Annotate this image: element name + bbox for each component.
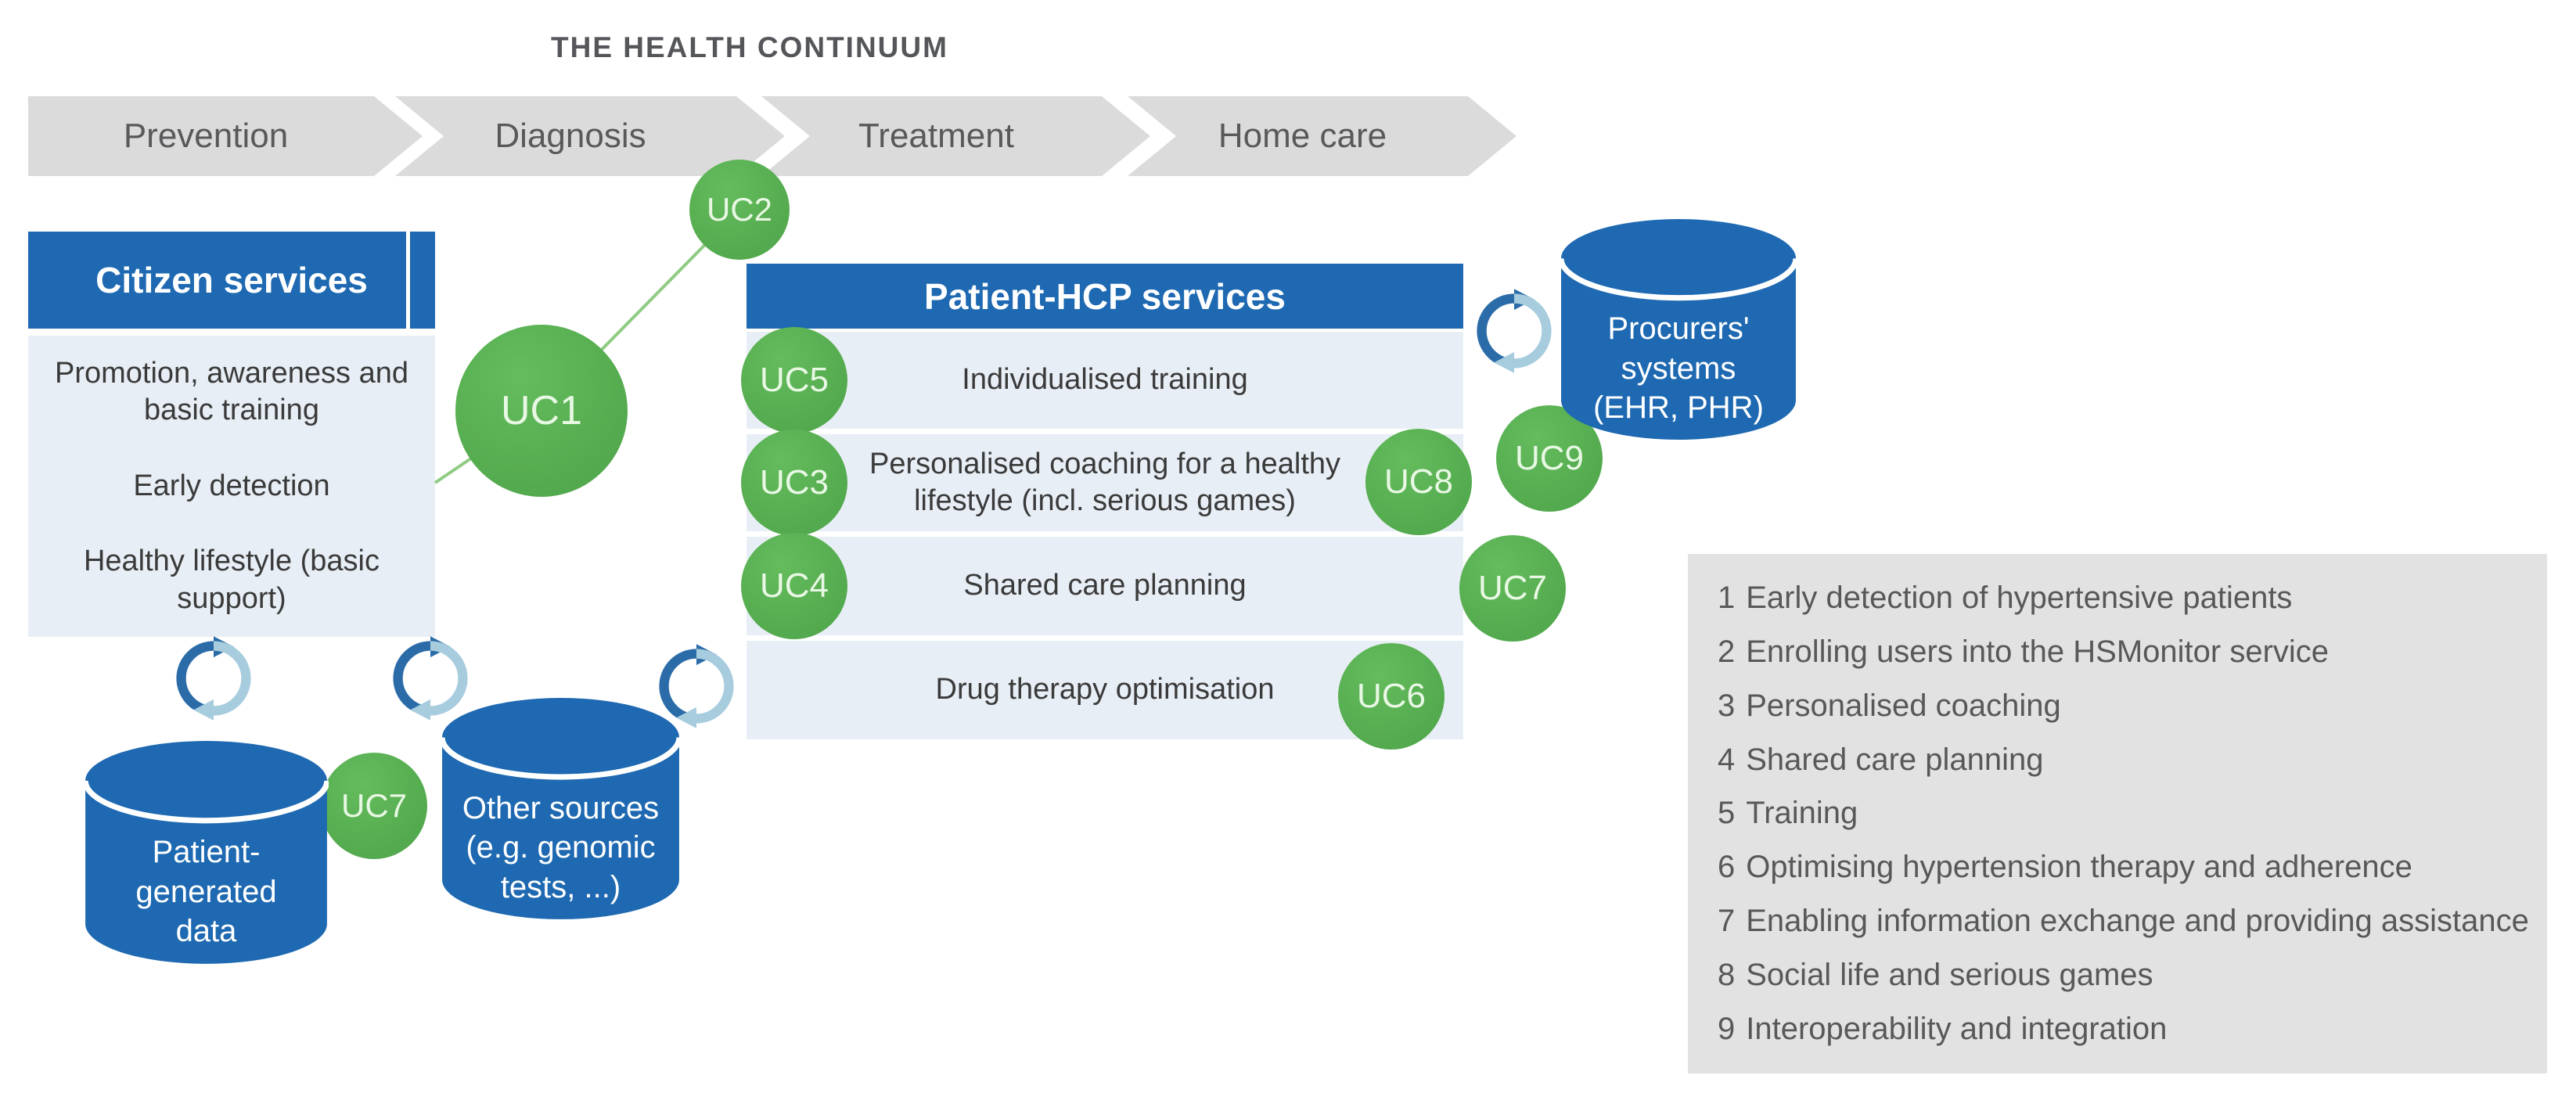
legend-item-5-num: 5 bbox=[1718, 796, 1736, 831]
sync-icon-procurers bbox=[1477, 289, 1552, 373]
legend-item-1-text: Early detection of hypertensive patients bbox=[1746, 580, 2293, 615]
patient-generated-data-database: Patient- generated data bbox=[84, 739, 329, 970]
patient-hcp-row-coaching: Personalised coaching for a healthy life… bbox=[747, 434, 1463, 531]
legend-item-9-text: Interoperability and integration bbox=[1746, 1011, 2168, 1046]
chevron-prevention: Prevention bbox=[28, 96, 423, 176]
chevron-homecare: Home care bbox=[1128, 96, 1516, 176]
chevron-homecare-label: Home care bbox=[1218, 117, 1387, 155]
header-divider-line bbox=[406, 232, 410, 329]
row-label-personalised-coaching: Personalised coaching for a healthy life… bbox=[869, 447, 1341, 518]
legend-item-8-text: Social life and serious games bbox=[1746, 958, 2153, 993]
row-label-drug-therapy: Drug therapy optimisation bbox=[935, 673, 1275, 707]
legend-item-3-text: Personalised coaching bbox=[1746, 688, 2061, 723]
legend-item-6-text: Optimising hypertension therapy and adhe… bbox=[1746, 850, 2412, 885]
legend-item-6: 6 Optimising hypertension therapy and adh… bbox=[1718, 850, 2531, 885]
other-sources-line1: Other sources bbox=[462, 790, 660, 825]
patient-hcp-row-care-planning: Shared care planning bbox=[747, 537, 1463, 635]
use-case-badge-uc1: UC1 bbox=[455, 325, 628, 497]
database-cylinder-icon bbox=[1560, 219, 1797, 440]
chevron-treatment: Treatment bbox=[761, 96, 1150, 176]
use-case-badge-uc7-left: UC7 bbox=[321, 753, 427, 859]
procurers-line3: (EHR, PHR) bbox=[1593, 390, 1764, 425]
legend-item-7-num: 7 bbox=[1718, 904, 1736, 939]
procurers-line1: Procurers' bbox=[1607, 311, 1750, 347]
use-case-badge-uc5: UC5 bbox=[741, 327, 847, 433]
citizen-item-promotion: Promotion, awareness and basic training bbox=[54, 356, 409, 427]
patient-hcp-title: Patient-HCP services bbox=[924, 275, 1286, 317]
legend-item-4: 4 Shared care planning bbox=[1718, 742, 2531, 778]
citizen-services-header: Citizen services bbox=[28, 232, 435, 329]
citizen-services-title: Citizen services bbox=[95, 260, 368, 300]
patient-hcp-row-training: Individualised training bbox=[747, 332, 1463, 429]
other-sources-database: Other sources (e.g. genomic tests, ...) bbox=[441, 696, 681, 926]
patient-data-line1: Patient- bbox=[152, 835, 261, 870]
chevron-prevention-label: Prevention bbox=[123, 117, 289, 155]
sync-icon-other-sources bbox=[659, 644, 734, 728]
legend-item-1-num: 1 bbox=[1718, 580, 1736, 615]
use-case-badge-uc7-right: UC7 bbox=[1459, 535, 1566, 642]
sync-icon-citizen-other bbox=[393, 636, 468, 721]
legend-item-3-num: 3 bbox=[1718, 688, 1736, 723]
legend-item-7-text: Enabling information exchange and provid… bbox=[1746, 904, 2529, 939]
procurers-line2: systems bbox=[1621, 351, 1736, 386]
sync-icon-patient-data bbox=[176, 636, 251, 721]
citizen-services-panel: Citizen services Promotion, awareness an… bbox=[28, 232, 435, 637]
use-case-badge-uc4: UC4 bbox=[741, 533, 847, 639]
legend-item-8-num: 8 bbox=[1718, 958, 1736, 993]
chevron-diagnosis-label: Diagnosis bbox=[495, 117, 646, 155]
row-label-shared-care-planning: Shared care planning bbox=[963, 569, 1247, 602]
patient-generated-data-label: Patient- generated data bbox=[84, 818, 329, 965]
patient-hcp-services-panel: Patient-HCP services Individualised trai… bbox=[747, 264, 1463, 739]
procurers-systems-label: Procurers' systems (EHR, PHR) bbox=[1560, 295, 1797, 441]
legend-item-1: 1 Early detection of hypertensive patient… bbox=[1718, 581, 2531, 616]
legend-item-2-num: 2 bbox=[1718, 634, 1736, 669]
legend-item-8: 8 Social life and serious games bbox=[1718, 958, 2531, 993]
legend-item-2-text: Enrolling users into the HSMonitor servi… bbox=[1746, 634, 2330, 669]
patient-data-line3: data bbox=[175, 913, 237, 948]
use-case-badge-uc3: UC3 bbox=[741, 430, 847, 536]
patient-data-line2: generated bbox=[135, 874, 277, 909]
use-case-badge-uc9: UC9 bbox=[1496, 405, 1603, 512]
use-case-legend: 1 Early detection of hypertensive patient… bbox=[1688, 554, 2547, 1073]
legend-item-7: 7 Enabling information exchange and provi… bbox=[1718, 904, 2531, 939]
procurers-systems-database: Procurers' systems (EHR, PHR) bbox=[1560, 218, 1797, 446]
legend-item-3: 3 Personalised coaching bbox=[1718, 689, 2531, 724]
legend-item-9: 9 Interoperability and integration bbox=[1718, 1012, 2531, 1047]
other-sources-line2: (e.g. genomic bbox=[466, 830, 656, 865]
database-cylinder-icon bbox=[84, 741, 329, 964]
legend-item-6-num: 6 bbox=[1718, 850, 1736, 885]
row-label-individualised-training: Individualised training bbox=[962, 363, 1248, 397]
citizen-item-early-detection: Early detection bbox=[133, 469, 330, 502]
legend-item-9-num: 9 bbox=[1718, 1011, 1736, 1046]
citizen-item-healthy-lifestyle: Healthy lifestyle (basic support) bbox=[83, 545, 380, 615]
legend-item-4-text: Shared care planning bbox=[1746, 742, 2044, 777]
database-cylinder-icon bbox=[441, 698, 681, 919]
diagram-title: THE HEALTH CONTINUUM bbox=[551, 31, 948, 63]
legend-item-2: 2 Enrolling users into the HSMonitor serv… bbox=[1718, 635, 2531, 670]
other-sources-label: Other sources (e.g. genomic tests, ...) bbox=[441, 775, 681, 922]
citizen-services-body: Promotion, awareness and basic training … bbox=[28, 336, 435, 637]
legend-item-4-num: 4 bbox=[1718, 742, 1736, 777]
legend-item-5-text: Training bbox=[1746, 796, 1858, 831]
other-sources-line3: tests, ...) bbox=[500, 869, 621, 904]
use-case-badge-uc8: UC8 bbox=[1365, 429, 1472, 535]
legend-item-5: 5 Training bbox=[1718, 796, 2531, 831]
chevron-treatment-label: Treatment bbox=[858, 117, 1014, 155]
use-case-badge-uc2: UC2 bbox=[689, 160, 790, 260]
use-case-badge-uc6: UC6 bbox=[1338, 643, 1445, 750]
patient-hcp-header: Patient-HCP services bbox=[747, 264, 1463, 329]
